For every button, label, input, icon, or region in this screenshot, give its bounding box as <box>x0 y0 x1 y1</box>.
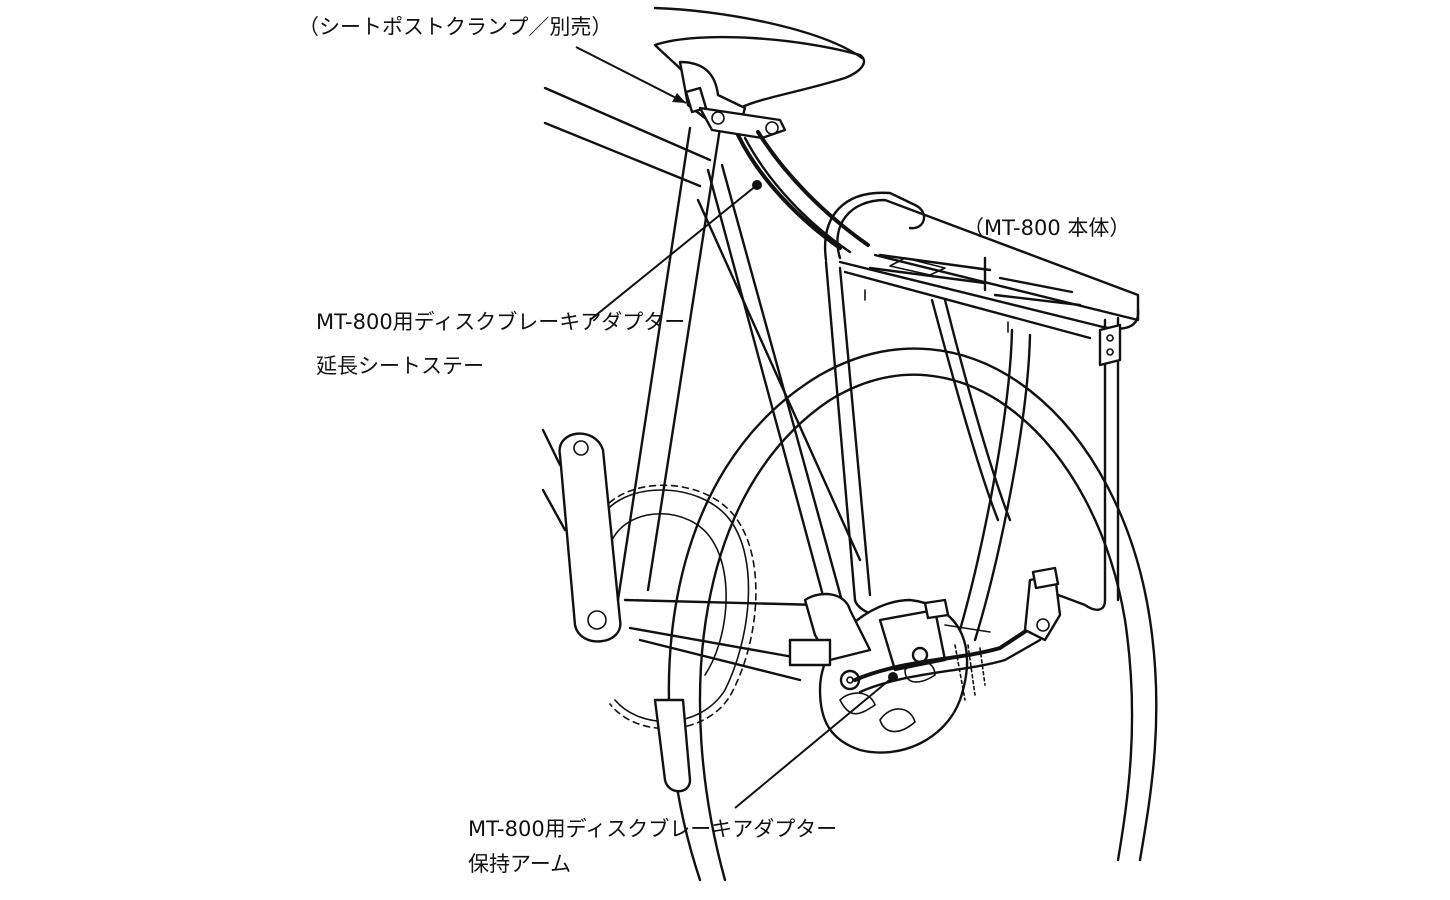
leader-seatpost-clamp-arrowhead <box>672 93 686 103</box>
leader-lines <box>575 46 898 809</box>
leader-holding-arm <box>734 676 894 809</box>
rack-body <box>823 191 1140 642</box>
label-rack-body: （MT-800 本体） <box>963 216 1131 240</box>
label-holding-arm-line1: MT-800用ディスクブレーキアダプター <box>468 817 838 841</box>
leader-extension-stay-dot <box>752 180 762 190</box>
label-extension-stay-line2: 延長シートステー <box>316 354 484 378</box>
seat-tube <box>616 126 722 602</box>
crank-arm <box>558 432 692 793</box>
down-tube <box>541 428 562 467</box>
leader-holding-arm-dot <box>888 672 898 682</box>
holding-arm <box>853 566 1062 694</box>
top-tube <box>543 86 712 188</box>
leader-extension-stay <box>589 184 758 321</box>
leader-seatpost-clamp <box>575 46 687 104</box>
label-seatpost-clamp: （シートポストクランプ／別売） <box>298 15 613 39</box>
chain-stays <box>623 598 822 682</box>
seat-stays <box>696 163 862 642</box>
label-extension-stay-line1: MT-800用ディスクブレーキアダプター <box>316 310 686 334</box>
label-holding-arm-line2: 保持アーム <box>468 852 572 876</box>
